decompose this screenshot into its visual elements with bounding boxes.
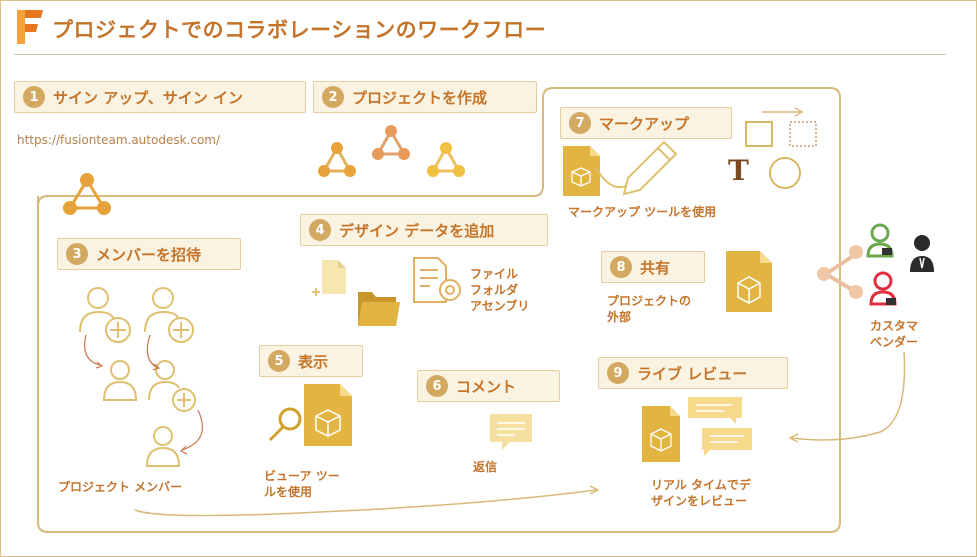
network-icon-nodes xyxy=(318,142,356,177)
step-label: サイン アップ、サイン イン xyxy=(53,88,243,107)
document-cube-icon xyxy=(726,251,772,312)
person-add-icon xyxy=(144,287,194,343)
step-2: 2 プロジェクトを作成 xyxy=(313,81,537,113)
step-5: 5 表示 xyxy=(259,345,363,377)
step-1: 1 サイン アップ、サイン イン xyxy=(14,81,306,113)
step-number: 9 xyxy=(607,362,629,384)
square-icon xyxy=(745,121,773,147)
page-title: プロジェクトでのコラボレーションのワークフロー xyxy=(52,18,547,42)
step-6: 6 コメント xyxy=(417,370,560,402)
step-3: 3 メンバーを招待 xyxy=(57,238,241,270)
caption-realtime-review: リアル タイムでデ ザインをレビュー xyxy=(651,478,751,508)
assembly-icon xyxy=(413,257,461,303)
step-number: 4 xyxy=(309,219,331,241)
person-icon xyxy=(145,426,181,467)
document-cube-icon xyxy=(642,406,680,462)
person-icon xyxy=(102,360,138,401)
step-7: 7 マークアップ xyxy=(560,107,732,139)
stamp-square-icon xyxy=(789,121,817,147)
step-label: メンバーを招待 xyxy=(96,245,202,264)
person-add-icon xyxy=(79,287,131,343)
step-8: 8 共有 xyxy=(601,251,705,283)
step-label: プロジェクトを作成 xyxy=(352,88,488,107)
search-icon xyxy=(268,407,302,442)
caption-data-types: ファイル フォルダ アセンブリ xyxy=(470,267,530,313)
arrow-icon xyxy=(762,107,804,117)
comment-icon xyxy=(490,414,532,450)
document-cube-icon xyxy=(304,384,352,446)
project-boundary xyxy=(37,87,841,533)
step-label: ライブ レビュー xyxy=(637,364,748,383)
caption-project-members: プロジェクト メンバー xyxy=(58,480,183,494)
step-number: 7 xyxy=(569,112,591,134)
caption-share-external: プロジェクトの 外部 xyxy=(607,294,692,324)
fusion-logo-icon xyxy=(17,10,43,44)
step-label: デザイン データを追加 xyxy=(339,221,495,240)
step-number: 3 xyxy=(66,243,88,265)
step-4: 4 デザイン データを追加 xyxy=(300,214,548,246)
text-tool-icon: T xyxy=(728,154,749,187)
step-9: 9 ライブ レビュー xyxy=(598,357,788,389)
file-add-icon xyxy=(312,260,346,296)
step-number: 8 xyxy=(610,256,632,278)
step-label: 共有 xyxy=(640,258,671,277)
folder-icon xyxy=(358,292,400,326)
step-number: 1 xyxy=(23,86,45,108)
caption-reply: 返信 xyxy=(473,460,498,474)
network-icon xyxy=(321,144,353,173)
caption-viewer-tool: ビューア ツー ルを使用 xyxy=(264,469,340,499)
person-add-icon xyxy=(148,360,196,412)
pencil-icon xyxy=(595,140,678,196)
step-number: 6 xyxy=(426,375,448,397)
flow-line-bottom xyxy=(134,489,597,517)
document-cube-icon xyxy=(563,146,600,196)
step-number: 2 xyxy=(322,86,344,108)
customer-person-icon xyxy=(910,235,934,272)
chat-bubbles-icon xyxy=(688,397,752,456)
flow-line-customers xyxy=(791,351,906,441)
step-number: 5 xyxy=(268,350,290,372)
circle-icon xyxy=(769,157,801,189)
step-label: コメント xyxy=(456,377,517,396)
title-divider xyxy=(14,54,946,55)
step-label: 表示 xyxy=(298,352,329,371)
caption-markup-tool: マークアップ ツールを使用 xyxy=(568,205,717,219)
caption-customers-vendors: カスタマ ベンダー xyxy=(870,319,919,349)
step-label: マークアップ xyxy=(599,114,690,133)
member-flow-arrows xyxy=(84,334,203,455)
url-text: https://fusionteam.autodesk.com/ xyxy=(17,133,221,147)
